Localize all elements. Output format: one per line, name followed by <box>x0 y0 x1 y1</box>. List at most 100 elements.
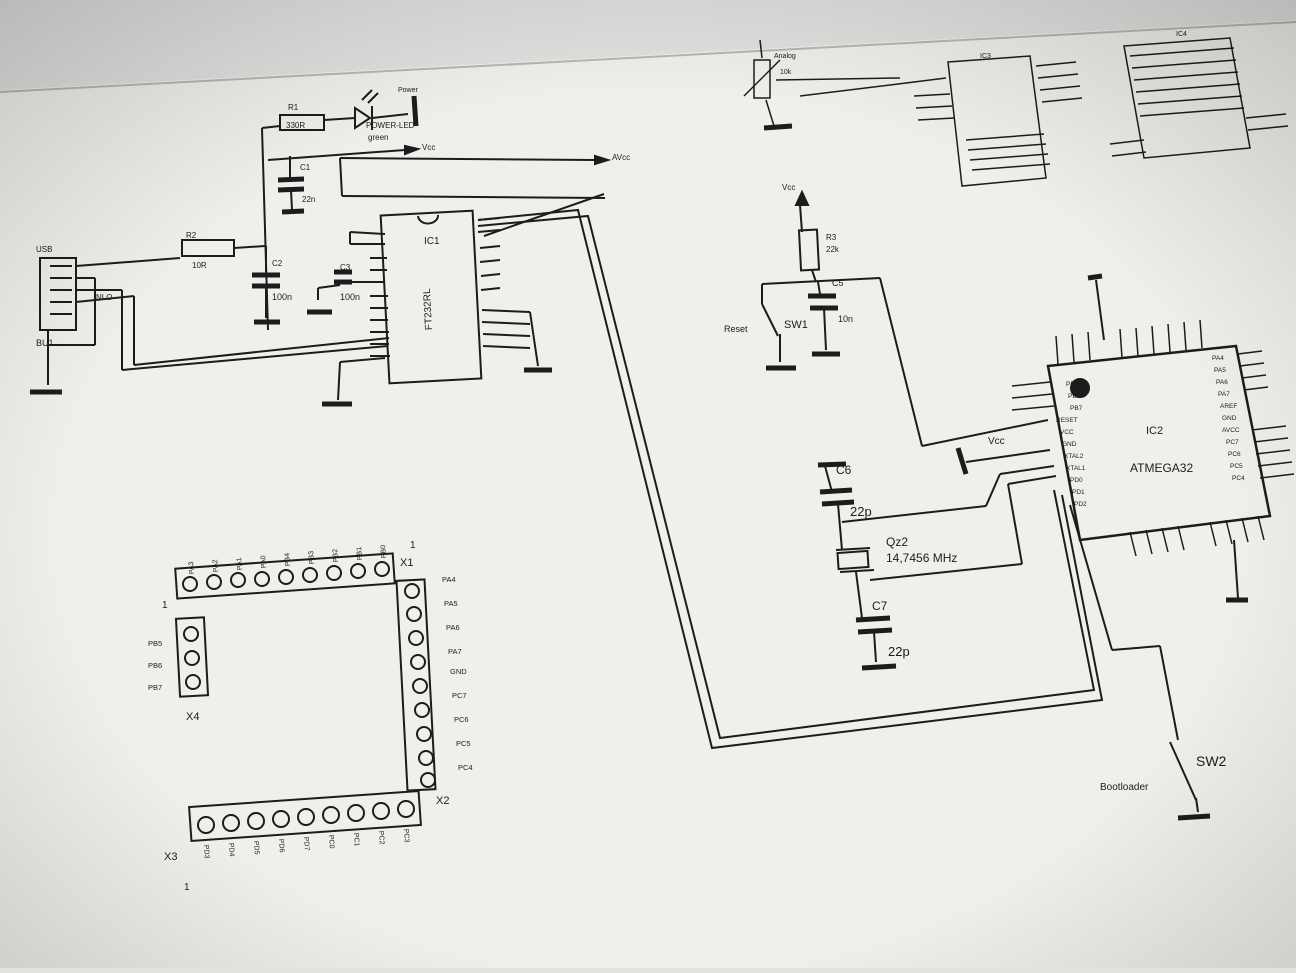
svg-text:PD5: PD5 <box>252 841 260 855</box>
x3-ref: X3 <box>164 851 177 863</box>
c5-ref: C5 <box>832 278 844 288</box>
svg-text:PB7: PB7 <box>148 683 162 692</box>
svg-text:PA7: PA7 <box>1218 391 1230 398</box>
x1-pin1: 1 <box>410 540 416 551</box>
x2-ref: X2 <box>436 795 449 807</box>
svg-text:GND: GND <box>450 667 467 676</box>
c3-ref: C3 <box>340 263 351 272</box>
svg-text:PA7: PA7 <box>448 647 462 656</box>
pot-value-label: 10k <box>780 69 792 76</box>
svg-text:PB7: PB7 <box>1070 405 1083 412</box>
svg-text:PC7: PC7 <box>452 691 467 700</box>
svg-text:PB1: PB1 <box>356 547 364 561</box>
x4-pin-labels: PB5 PB6 PB7 <box>148 639 162 692</box>
r2-value: 10R <box>192 261 207 270</box>
svg-text:PD7: PD7 <box>302 837 310 851</box>
svg-text:PC7: PC7 <box>1226 439 1239 446</box>
c3-value: 100n <box>340 292 360 302</box>
x4-pin1: 1 <box>162 600 168 611</box>
svg-text:PD3: PD3 <box>202 845 210 859</box>
svg-text:PA4: PA4 <box>1212 355 1224 362</box>
c2-value: 100n <box>272 292 292 302</box>
quartz-ref: Qz2 <box>886 535 908 549</box>
usb-ref-label: BU1 <box>36 338 54 348</box>
r3-vcc-label: Vcc <box>782 183 795 192</box>
led-color: green <box>368 133 388 142</box>
r3-value: 22k <box>826 245 840 254</box>
svg-text:PB6: PB6 <box>148 661 162 670</box>
svg-text:PC5: PC5 <box>456 739 471 748</box>
usb-type-label: USB <box>36 245 52 254</box>
c5-value: 10n <box>838 314 853 324</box>
svg-text:VCC: VCC <box>1060 429 1074 436</box>
analog-net-label: Analog <box>774 53 796 60</box>
r3-ref: R3 <box>826 233 837 242</box>
svg-text:GND: GND <box>1062 441 1077 448</box>
svg-text:PC5: PC5 <box>1230 463 1243 470</box>
c6-value: 22p <box>850 504 872 519</box>
svg-text:AVCC: AVCC <box>1222 427 1240 434</box>
svg-text:PA5: PA5 <box>444 599 458 608</box>
ic2-ref: IC2 <box>1146 425 1163 437</box>
svg-text:XTAL2: XTAL2 <box>1064 453 1084 460</box>
svg-text:PD4: PD4 <box>227 843 235 857</box>
c1-value: 22n <box>302 195 315 204</box>
c6-ref: C6 <box>836 463 852 477</box>
svg-text:RESET: RESET <box>1056 417 1078 424</box>
svg-text:PC4: PC4 <box>458 763 473 772</box>
c7-value: 22p <box>888 644 910 659</box>
c1-ref: C1 <box>300 163 311 172</box>
sw2-ref: SW2 <box>1196 753 1227 769</box>
svg-text:PB2: PB2 <box>332 549 340 563</box>
c7-ref: C7 <box>872 599 888 613</box>
sw1-ref: SW1 <box>784 319 808 331</box>
svg-text:GND: GND <box>1222 415 1237 422</box>
svg-text:PC1: PC1 <box>352 833 360 847</box>
sw1-label: Reset <box>724 324 748 334</box>
ground-symbol <box>861 663 897 671</box>
ground-symbol <box>281 208 305 215</box>
svg-text:PD1: PD1 <box>1072 489 1085 496</box>
x3-pin1: 1 <box>184 882 190 893</box>
svg-text:PC6: PC6 <box>454 715 469 724</box>
quartz-freq: 14,7456 MHz <box>886 551 957 565</box>
svg-text:PD6: PD6 <box>277 839 285 853</box>
svg-text:PC3: PC3 <box>402 829 410 843</box>
ic4-ref: IC4 <box>1176 31 1187 38</box>
svg-text:PA6: PA6 <box>1216 379 1228 386</box>
led-net: Power <box>398 87 419 94</box>
ic1-part: FT232RL <box>422 288 435 331</box>
svg-text:PA2: PA2 <box>212 559 220 572</box>
r2-ref: R2 <box>186 231 197 240</box>
svg-text:PA6: PA6 <box>446 623 460 632</box>
r1-ref: R1 <box>288 103 299 112</box>
ic3-ref: IC3 <box>980 53 991 60</box>
svg-text:PD0: PD0 <box>1070 477 1083 484</box>
svg-text:PB4: PB4 <box>284 553 292 567</box>
ic1-ref: IC1 <box>424 236 440 247</box>
sw2-label: Bootloader <box>1100 782 1149 793</box>
svg-text:PB6: PB6 <box>1068 393 1081 400</box>
usb-net-label: NLO <box>96 293 112 302</box>
led-label: POWER-LED <box>366 121 415 130</box>
svg-text:PA5: PA5 <box>1214 367 1226 374</box>
svg-text:AREF: AREF <box>1220 403 1237 410</box>
svg-text:PA1: PA1 <box>236 557 244 570</box>
svg-text:PC6: PC6 <box>1228 451 1241 458</box>
ic2-part: ATMEGA32 <box>1130 461 1193 475</box>
svg-text:PD2: PD2 <box>1074 501 1087 508</box>
svg-text:PB5: PB5 <box>1066 381 1079 388</box>
x4-ref: X4 <box>186 711 199 723</box>
c2-ref: C2 <box>272 259 283 268</box>
svg-text:PA4: PA4 <box>442 575 456 584</box>
svg-text:XTAL1: XTAL1 <box>1066 465 1086 472</box>
vcc-net-label: Vcc <box>422 143 435 152</box>
svg-text:PA0: PA0 <box>260 555 268 568</box>
avcc-net-label: AVcc <box>612 153 630 162</box>
ground-symbol <box>1177 813 1211 821</box>
ic2-vcc-label: Vcc <box>988 436 1005 447</box>
x1-ref: X1 <box>400 557 413 569</box>
svg-text:PB5: PB5 <box>148 639 162 648</box>
r1-value: 330R <box>286 121 305 130</box>
